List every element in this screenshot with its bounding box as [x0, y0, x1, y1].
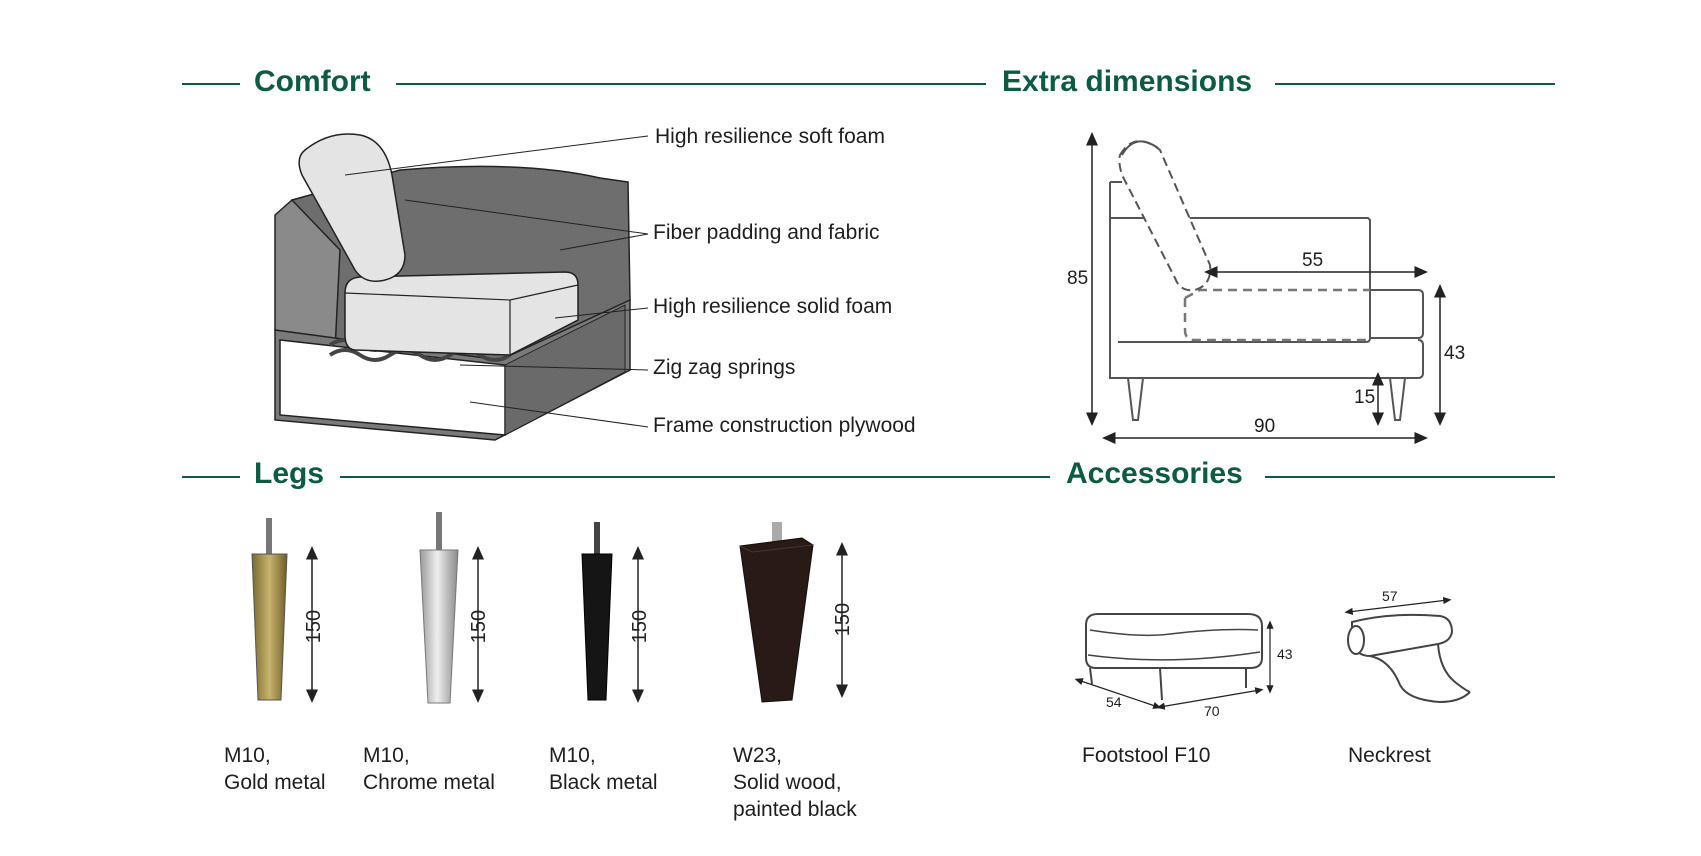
leg-chrome-line1: M10, [363, 744, 410, 767]
leg-chrome-caption: M10, Chrome metal [363, 742, 495, 796]
extra-dimensions-title: Extra dimensions [1002, 65, 1253, 98]
chrome-leg [419, 512, 484, 704]
label-soft-foam: High resilience soft foam [655, 125, 885, 148]
leg-gold-line1: M10, [224, 744, 271, 767]
legs-title: Legs [254, 457, 325, 490]
wood-leg [739, 522, 848, 703]
label-fiber-padding: Fiber padding and fabric [653, 221, 880, 244]
black-leg [581, 522, 644, 703]
neckrest-width: 57 [1382, 588, 1398, 604]
legs-rule-right [340, 476, 1050, 478]
leg-wood-caption: W23, Solid wood, painted black [733, 742, 857, 823]
footstool-height: 43 [1277, 646, 1293, 662]
neckrest-caption: Neckrest [1348, 744, 1431, 767]
extra-dimensions-rule [1275, 83, 1555, 85]
dim-seat-height: 43 [1444, 343, 1466, 364]
leg-gold-line2: Gold metal [224, 771, 326, 794]
comfort-rule-right [396, 83, 986, 85]
dim-seat-depth: 55 [1302, 250, 1324, 271]
comfort-title: Comfort [254, 65, 371, 98]
legs-rule-left [182, 476, 240, 478]
dim-leg-height: 15 [1354, 387, 1376, 408]
footstool-depth: 54 [1106, 694, 1122, 710]
label-zigzag-springs: Zig zag springs [653, 356, 796, 379]
leg-wood-line3: painted black [733, 798, 857, 821]
footstool-drawing [1074, 613, 1274, 710]
dim-height: 85 [1067, 268, 1089, 289]
leg-gold-caption: M10, Gold metal [224, 742, 326, 796]
neckrest-drawing [1344, 596, 1471, 704]
footstool-caption: Footstool F10 [1082, 744, 1211, 767]
leg-wood-line2: Solid wood, [733, 771, 842, 794]
accessories-title: Accessories [1066, 457, 1243, 490]
comfort-rule-left [182, 83, 240, 85]
label-solid-foam: High resilience solid foam [653, 295, 893, 318]
leg-black-line1: M10, [549, 744, 596, 767]
leg-black-line2: Black metal [549, 771, 658, 794]
label-frame-plywood: Frame construction plywood [653, 414, 916, 437]
accessories-rule [1265, 476, 1555, 478]
leg-black-caption: M10, Black metal [549, 742, 658, 796]
footstool-width: 70 [1204, 703, 1220, 719]
dim-depth: 90 [1254, 416, 1276, 437]
leg-chrome-line2: Chrome metal [363, 771, 495, 794]
leg-wood-line1: W23, [733, 744, 783, 767]
gold-leg [251, 518, 318, 703]
